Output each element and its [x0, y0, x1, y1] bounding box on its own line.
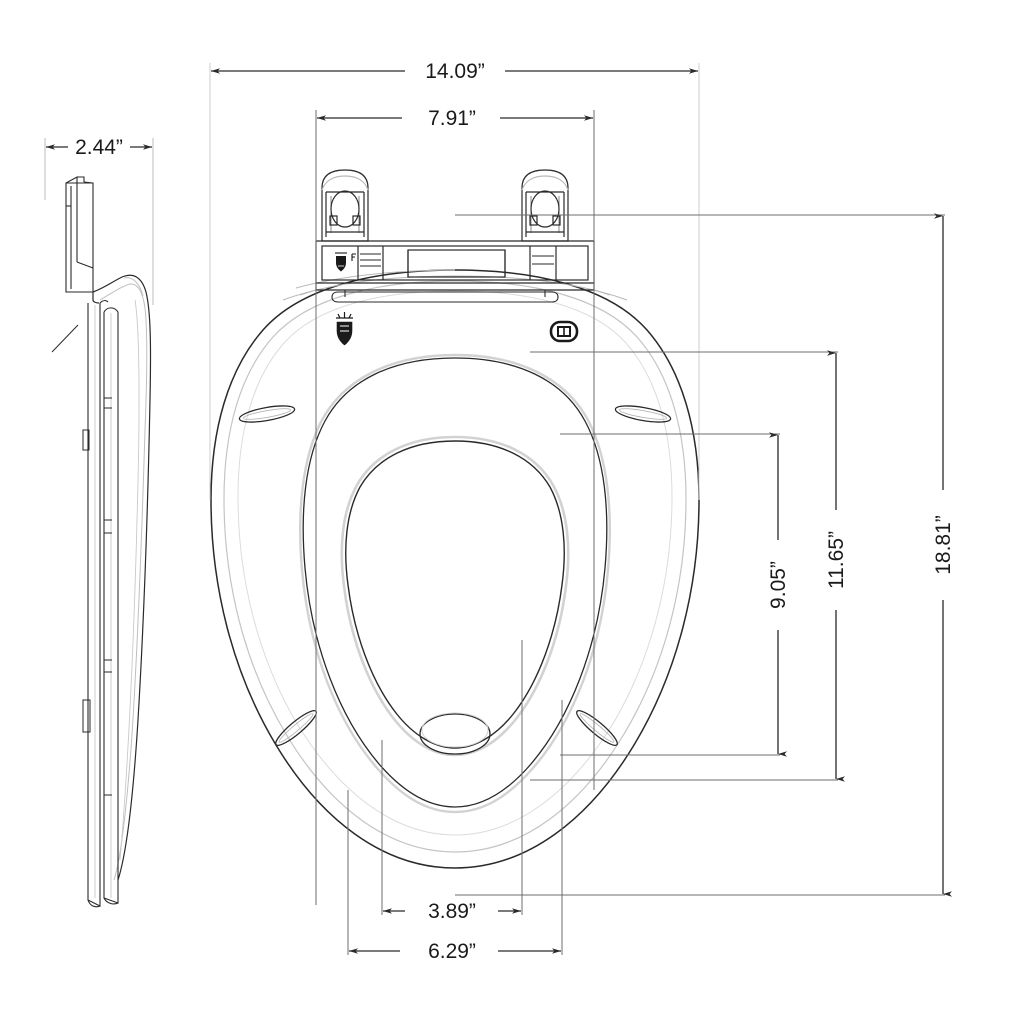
side-lid-outline [92, 274, 152, 881]
dimension-label-overall-length: 18.81” [932, 515, 955, 575]
hinge-bracket-right [521, 169, 569, 242]
dimension-label-thickness: 2.44” [75, 136, 123, 159]
bumper-pad-upper-right [614, 405, 672, 423]
hinge-center-bar [321, 245, 589, 281]
dimension-overall-length-18-81: 18.81” [932, 213, 955, 897]
top-plan-view [210, 169, 700, 869]
extension-lines [209, 63, 945, 955]
dimension-label-hinge-spacing: 7.91” [428, 107, 476, 130]
seat-ring-outer [298, 353, 612, 814]
certification-badge [549, 320, 579, 343]
hinge-bracket-left [321, 169, 369, 242]
seat-opening-inner-faint [340, 435, 570, 757]
dimension-opening-depth-9-05: 9.05” [767, 432, 790, 757]
dimension-thickness-2-44: 2.44” [44, 136, 154, 305]
dimension-opening-outer-6-29: 6.29” [349, 940, 561, 963]
seat-opening-inner [345, 440, 565, 749]
hinge-lower-lip [331, 290, 559, 303]
side-hinge-block [65, 176, 94, 293]
dimension-hinge-spacing-7-91: 7.91” [317, 107, 593, 130]
dimension-label-seat-depth: 11.65” [825, 531, 848, 589]
seat-ring-outer-line [302, 357, 608, 808]
hinge-shoulder-edges [299, 289, 611, 296]
hinge-brand-mark [335, 252, 356, 272]
dimension-label-opening-depth: 9.05” [767, 561, 790, 609]
dimension-label-opening-inner: 3.89” [428, 900, 476, 923]
dimension-label-overall-width: 14.09” [425, 60, 485, 83]
side-lid-inner-edge [99, 277, 148, 881]
dimension-seat-depth-11-65: 11.65” [825, 350, 848, 782]
bumper-pad-lower-right [576, 710, 618, 746]
side-hinge-ticks [82, 397, 112, 796]
side-seat-profile [87, 300, 109, 908]
side-internal-detail [94, 299, 140, 898]
side-profile-view [51, 176, 152, 908]
lid-top-band [282, 269, 628, 301]
dimension-label-opening-outer: 6.29” [428, 940, 476, 963]
dimension-overall-width-14-09: 14.09” [211, 60, 698, 83]
brand-crest-logo [336, 312, 353, 346]
side-seat-lower-slab [103, 307, 119, 905]
side-leader-line [51, 324, 79, 353]
lid-inner-edge [223, 280, 687, 853]
dimension-opening-inner-3-89: 3.89” [383, 900, 521, 923]
drain-ellipse-shadow [421, 712, 489, 748]
bumper-pad-upper-left [238, 405, 296, 423]
drain-ellipse [419, 713, 491, 755]
lid-inner-edge-2 [237, 290, 673, 836]
